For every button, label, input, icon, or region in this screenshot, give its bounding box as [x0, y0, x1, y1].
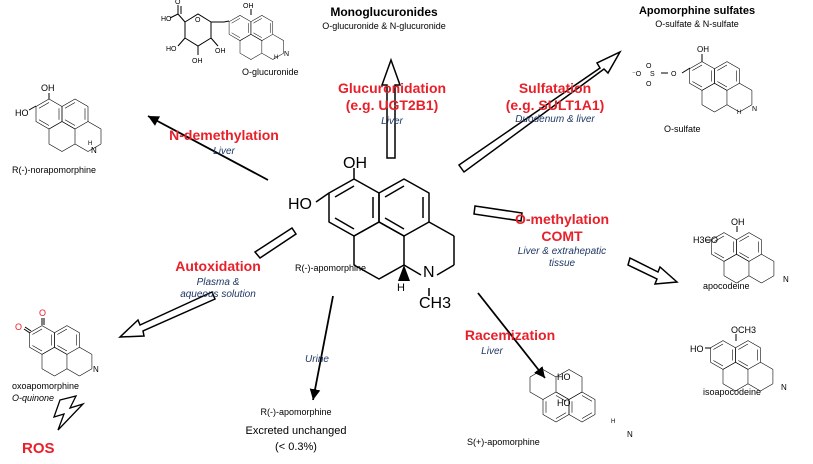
svg-text:OH: OH [215, 48, 226, 55]
svg-text:OH: OH [731, 217, 745, 227]
o-sulfate-structure: O S O O ⁻O OH N H [632, 45, 757, 116]
sulfatation-enzyme: (e.g. SULT1A1) [505, 97, 605, 113]
n-demethylation-arrow [147, 115, 269, 181]
central-compound-name: R(-)-apomorphine [295, 263, 367, 273]
apocodeine-h3co-label: H3CO [693, 235, 719, 245]
svg-text:O: O [175, 0, 181, 6]
urine-note-2: (< 0.3%) [275, 441, 317, 453]
s-apomorphine-structure: HO HO N H [529, 369, 633, 439]
n-demethylation-title: N-demethylation [169, 127, 279, 143]
svg-text:H: H [737, 110, 741, 116]
svg-text:N: N [284, 51, 289, 58]
glucuronidation-enzyme: (e.g. UGT2B1) [345, 97, 439, 113]
glucuronidation-site: Liver [381, 116, 403, 127]
oxoapomorphine-type: O-quinone [12, 393, 55, 403]
svg-text:O: O [15, 322, 22, 332]
oxoapomorphine-structure: O O N [15, 308, 99, 377]
s-apomorphine-name: S(+)-apomorphine [467, 437, 540, 447]
svg-text:H: H [274, 55, 278, 61]
sulfates-heading: Apomorphine sulfates [638, 5, 756, 17]
racemization-site: Liver [481, 346, 503, 357]
ros-label: ROS [22, 440, 55, 457]
isoapocodeine-name: isoapocodeine [703, 387, 762, 397]
svg-text:O: O [646, 63, 652, 70]
sulfates-subtitle: O-sulfate & N-sulfate [655, 19, 739, 29]
o-glucuronide-name: O-glucuronide [242, 67, 299, 77]
o-methylation-title: O-methylation [514, 211, 610, 227]
central-h-label: H [397, 282, 405, 294]
apocodeine-structure: OH N [706, 217, 789, 284]
autoxidation-site-line2: aqueous solution [180, 289, 256, 300]
svg-text:O: O [39, 308, 46, 318]
svg-text:OH: OH [192, 58, 203, 65]
svg-text:N: N [93, 365, 99, 374]
central-n-label: N [423, 264, 435, 281]
oxoapomorphine-name: oxoapomorphine [12, 381, 80, 391]
svg-text:HO: HO [690, 344, 704, 354]
norapomorphine-structure: OH HO N H [15, 83, 102, 155]
autoxidation-arrow [118, 290, 216, 338]
o-methylation-site-line1: Liver & extrahepatic [517, 246, 607, 257]
svg-text:N: N [752, 106, 757, 113]
o-methylation-reversible-stub [473, 205, 523, 222]
o-methylation-site-line2: tissue [548, 258, 576, 269]
sulfatation-site: Duodenum & liver [515, 114, 595, 125]
svg-text:N: N [627, 430, 633, 439]
isoapocodeine-och3-label: OCH3 [731, 325, 757, 335]
isoapocodeine-structure: HO N [690, 334, 787, 392]
sulfatation-arrow [457, 50, 622, 174]
autoxidation-reversible-stub [253, 226, 298, 259]
central-ch3-label: CH3 [419, 295, 452, 312]
o-glucuronide-structure: O HO O HO OH OH OH N H [161, 0, 289, 65]
svg-text:HO: HO [161, 16, 172, 23]
apocodeine-name: apocodeine [703, 281, 750, 291]
glucuronidation-arrow [380, 57, 402, 159]
svg-text:OH: OH [697, 45, 709, 54]
racemization-arrow [477, 292, 546, 379]
monoglucuronides-subtitle: O-glucuronide & N-glucuronide [322, 21, 446, 31]
svg-text:HO: HO [557, 372, 571, 382]
svg-text:HO: HO [15, 108, 29, 118]
svg-text:O: O [195, 17, 201, 24]
svg-text:O: O [671, 71, 677, 78]
n-demethylation-site: Liver [213, 146, 235, 157]
central-ho-label: HO [288, 196, 312, 213]
glucuronidation-title: Glucuronidation [337, 80, 447, 96]
svg-text:OH: OH [41, 83, 55, 93]
lightning-icon [52, 395, 86, 431]
svg-text:HO: HO [557, 398, 571, 408]
svg-text:N: N [783, 275, 789, 284]
racemization-title: Racemization [464, 327, 556, 343]
o-methylation-enzyme: COMT [541, 228, 583, 244]
central-oh-label: OH [343, 155, 367, 172]
svg-text:O: O [646, 81, 652, 88]
svg-text:HO: HO [166, 46, 177, 53]
norapomorphine-name: R(-)-norapomorphine [12, 165, 97, 175]
sulfatation-title: Sulfatation [518, 80, 592, 96]
urine-compound: R(-)-apomorphine [260, 407, 332, 417]
svg-text:S: S [650, 71, 655, 78]
svg-text:N: N [91, 146, 97, 155]
o-methylation-arrow [627, 256, 679, 285]
o-sulfate-name: O-sulfate [664, 124, 701, 134]
svg-text:H: H [611, 419, 615, 425]
urine-route: Urine [305, 354, 329, 365]
monoglucuronides-heading: Monoglucuronides [330, 5, 438, 19]
svg-text:N: N [781, 383, 787, 392]
urine-arrow [309, 295, 334, 401]
urine-note-1: Excreted unchanged [245, 425, 347, 437]
central-apomorphine-structure [315, 168, 455, 296]
svg-text:OH: OH [243, 3, 254, 10]
autoxidation-title: Autoxidation [175, 258, 261, 274]
svg-text:⁻O: ⁻O [632, 71, 642, 78]
autoxidation-site-line1: Plasma & [196, 277, 240, 288]
svg-text:H: H [88, 141, 92, 147]
